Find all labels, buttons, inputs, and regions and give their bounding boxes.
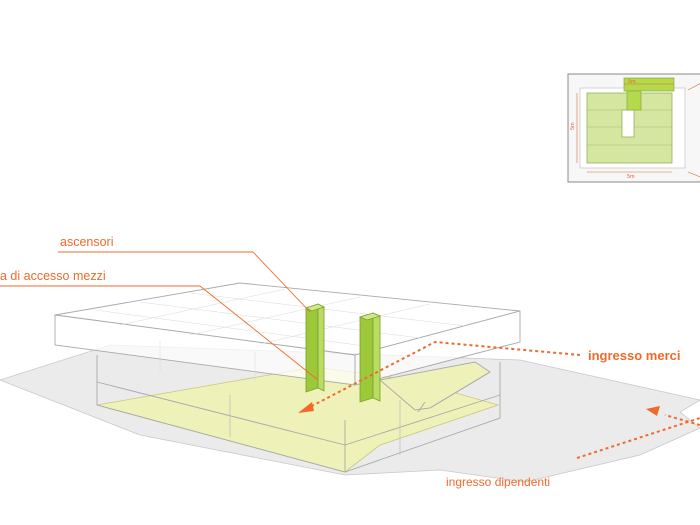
leader-lines [0, 251, 319, 381]
inset-void [621, 109, 635, 138]
inset-dim-left: 5m [570, 122, 576, 130]
arrow-ingresso-merci [298, 340, 581, 413]
label-accesso-mezzi: a di accesso mezzi [0, 269, 106, 283]
arrow-ingresso-dipendenti [576, 406, 700, 459]
ramp [378, 361, 491, 413]
inset-core-top [623, 77, 675, 92]
label-ingresso-merci: ingresso merci [588, 348, 681, 363]
inset-dim-bottom: 5m [627, 174, 635, 180]
elevator-shaft-right [358, 312, 382, 403]
inset-core-stem [626, 90, 642, 111]
elevator-shaft-left [304, 303, 326, 393]
label-ingresso-dipendenti: ingresso dipendenti [446, 475, 550, 489]
inset-dim-top: 5m [628, 79, 636, 85]
lower-building-volume [96, 355, 501, 473]
label-ascensori: ascensori [60, 235, 114, 249]
inset-plan: 5m 5m 5m [567, 73, 700, 183]
roof-slab [54, 282, 521, 386]
